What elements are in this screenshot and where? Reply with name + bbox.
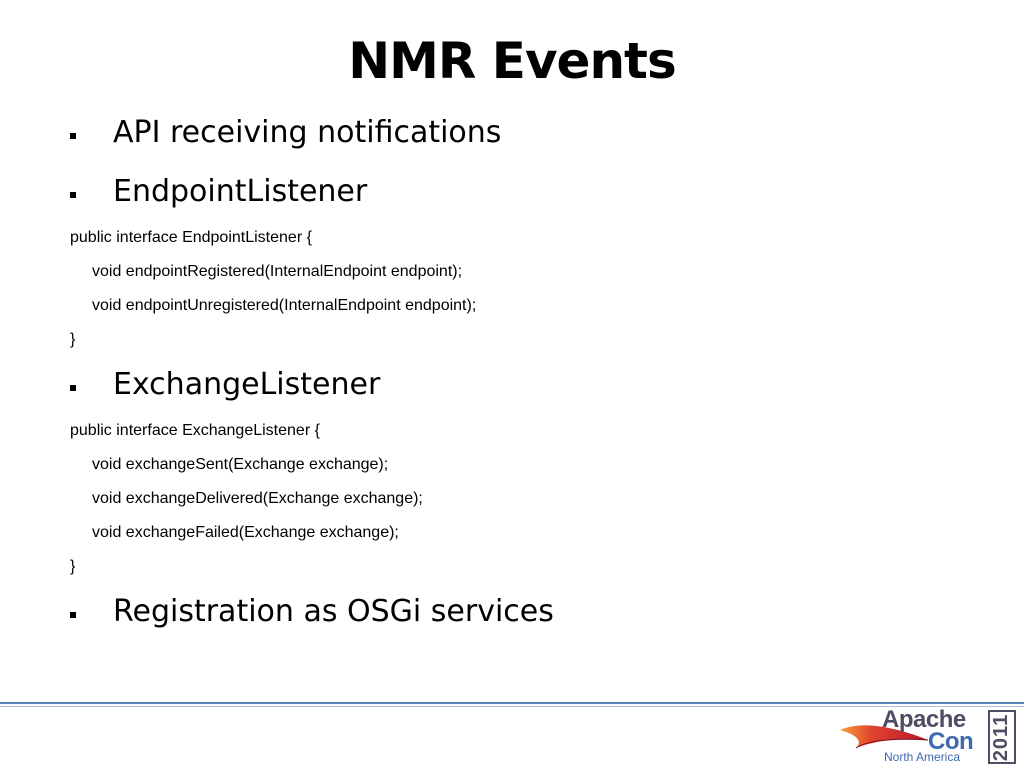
bullet-item: ExchangeListener xyxy=(70,365,380,405)
bullet-text: Registration as OSGi services xyxy=(113,594,554,629)
logo-region-text: North America xyxy=(884,750,961,764)
code-line: void endpointRegistered(InternalEndpoint… xyxy=(92,263,463,280)
code-line: void exchangeSent(Exchange exchange); xyxy=(92,456,389,473)
bullet-text: ExchangeListener xyxy=(113,367,381,402)
bullet-text: EndpointListener xyxy=(113,174,368,209)
apache-feather-icon xyxy=(840,725,929,749)
logo-con-text: Con xyxy=(928,728,974,755)
code-line: void endpointUnregistered(InternalEndpoi… xyxy=(92,297,477,314)
footer-divider-thin xyxy=(0,706,1024,707)
slide-title: NMR Events xyxy=(348,32,676,90)
logo-year-text: 2011 xyxy=(990,713,1013,761)
logo-apache-text: Apache xyxy=(882,706,966,733)
code-line: } xyxy=(70,331,76,348)
bullet-marker-icon xyxy=(70,133,76,139)
bullet-text: API receiving notifications xyxy=(113,115,502,150)
code-line: void exchangeFailed(Exchange exchange); xyxy=(92,524,399,541)
bullet-item: EndpointListener xyxy=(70,172,367,212)
footer-divider xyxy=(0,702,1024,704)
bullet-marker-icon xyxy=(70,612,76,618)
bullet-item: Registration as OSGi services xyxy=(70,592,554,632)
apachecon-logo: Apache Con North America 2011 xyxy=(838,706,1020,766)
bullet-item: API receiving notifications xyxy=(70,113,501,153)
code-line: public interface EndpointListener { xyxy=(70,229,312,246)
code-line: public interface ExchangeListener { xyxy=(70,422,320,439)
logo-year-box: 2011 xyxy=(988,710,1016,764)
bullet-marker-icon xyxy=(70,192,76,198)
code-line: } xyxy=(70,558,76,575)
bullet-marker-icon xyxy=(70,385,76,391)
code-line: void exchangeDelivered(Exchange exchange… xyxy=(92,490,423,507)
